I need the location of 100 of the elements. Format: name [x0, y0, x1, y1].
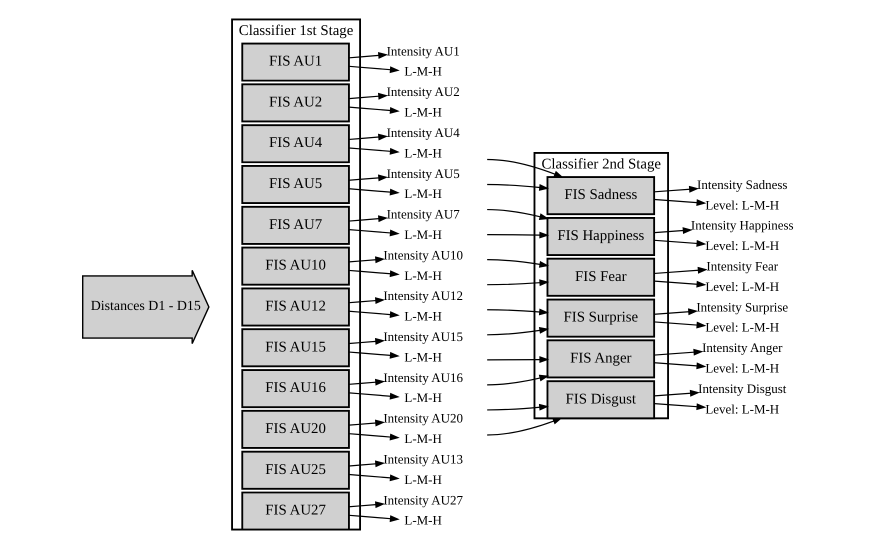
arrow	[654, 186, 698, 193]
arrow	[348, 433, 400, 440]
arrow	[348, 501, 385, 508]
node-text: Level: L-M-H	[704, 197, 779, 212]
arrow	[348, 297, 385, 304]
arrow	[348, 378, 385, 386]
node-box: FIS AU1	[240, 42, 350, 82]
node-text: Level: L-M-H	[704, 401, 779, 416]
arrow	[348, 270, 400, 278]
node-text: Intensity AU16	[382, 370, 462, 385]
node-box: FIS Happiness	[546, 216, 655, 256]
arrow	[348, 460, 385, 468]
node-box: FIS AU10	[240, 246, 350, 286]
node-text: L-M-H	[404, 512, 442, 528]
node-text: L-M-H	[404, 431, 442, 446]
node-text: Intensity AU7	[386, 206, 460, 222]
arrow	[348, 338, 385, 345]
node-box: FIS Surprise	[546, 298, 655, 338]
node-text: Intensity AU10	[382, 247, 462, 262]
node-text: Level: L-M-H	[704, 278, 779, 294]
node-text: Intensity AU13	[382, 451, 462, 466]
arrow	[654, 266, 708, 274]
node-text: Intensity AU2	[386, 84, 460, 100]
arrow	[654, 348, 703, 356]
node-text: L-M-H	[404, 308, 442, 324]
arrow	[486, 308, 548, 316]
arrow	[348, 188, 400, 196]
arrow	[348, 310, 400, 318]
node-text: Intensity Fear	[706, 258, 778, 274]
node-text: L-M-H	[404, 349, 442, 364]
arrow	[348, 351, 400, 359]
node-text: Intensity AU27	[382, 492, 462, 508]
arrow	[654, 227, 692, 234]
arrow	[654, 362, 706, 370]
node-box: FIS AU25	[240, 450, 350, 490]
node-text: Intensity Disgust	[698, 380, 786, 396]
arrow	[654, 390, 700, 397]
node-box: FIS AU27	[240, 492, 350, 531]
node-text: Intensity Sadness	[696, 176, 787, 192]
node-text: Intensity AU4	[386, 124, 460, 140]
node-box: FIS AU20	[240, 410, 350, 449]
node-text: Intensity AU12	[382, 288, 462, 304]
arrow	[486, 259, 549, 268]
node-text: L-M-H	[404, 145, 442, 160]
node-box: FIS AU4	[240, 124, 350, 164]
node-text: L-M-H	[404, 390, 442, 406]
node-text: Intensity Surprise	[696, 299, 788, 314]
arrow	[654, 402, 706, 410]
node-box: FIS AU16	[240, 369, 350, 408]
node-text: L-M-H	[404, 104, 442, 120]
arrow	[654, 321, 706, 328]
arrow	[486, 232, 549, 239]
arrow	[348, 215, 388, 222]
node-text: Level: L-M-H	[704, 360, 779, 376]
arrow	[486, 418, 562, 436]
arrow	[348, 420, 385, 426]
node-box: FIS AU5	[240, 165, 350, 204]
node-box: FIS AU7	[240, 206, 350, 245]
node-text: Intensity AU15	[382, 329, 462, 344]
arrow	[486, 404, 549, 411]
node-text: L-M-H	[404, 64, 442, 79]
arrow	[486, 356, 549, 364]
node-text: Intensity AU5	[386, 166, 460, 181]
arrow	[348, 66, 400, 74]
node-box: FIS AU12	[240, 287, 350, 326]
arrow	[486, 208, 549, 220]
node-box: FIS Anger	[546, 339, 655, 378]
node-box: FIS AU15	[240, 328, 350, 368]
arrow	[348, 134, 388, 140]
node-text: Intensity Anger	[702, 340, 782, 356]
arrow	[654, 240, 706, 247]
arrow	[348, 392, 400, 400]
node-text: L-M-H	[404, 472, 442, 487]
arrow	[348, 52, 388, 59]
node-text: L-M-H	[404, 268, 442, 283]
node-box: FIS Disgust	[546, 380, 655, 420]
arrow	[348, 92, 388, 100]
arrow	[348, 474, 400, 482]
arrow	[348, 174, 388, 182]
arrow	[348, 229, 400, 236]
arrow	[486, 184, 549, 191]
arrow	[348, 256, 385, 264]
node-box: FIS Fear	[546, 258, 655, 297]
node-box: FIS Sadness	[546, 176, 655, 216]
arrow	[654, 198, 706, 206]
arrow	[486, 326, 549, 336]
arrow	[348, 514, 400, 522]
arrow	[654, 308, 698, 316]
node-box: FIS AU2	[240, 83, 350, 122]
node-text: Level: L-M-H	[704, 238, 779, 254]
arrow	[486, 158, 564, 178]
arrow	[348, 147, 400, 155]
node-text: L-M-H	[404, 226, 442, 242]
arrow	[486, 279, 549, 286]
node-text: Intensity AU1	[386, 43, 460, 58]
arrow	[654, 280, 706, 288]
node-text: Level: L-M-H	[704, 320, 779, 335]
arrow	[486, 374, 549, 386]
arrow	[348, 106, 400, 114]
node-text: L-M-H	[404, 186, 442, 202]
